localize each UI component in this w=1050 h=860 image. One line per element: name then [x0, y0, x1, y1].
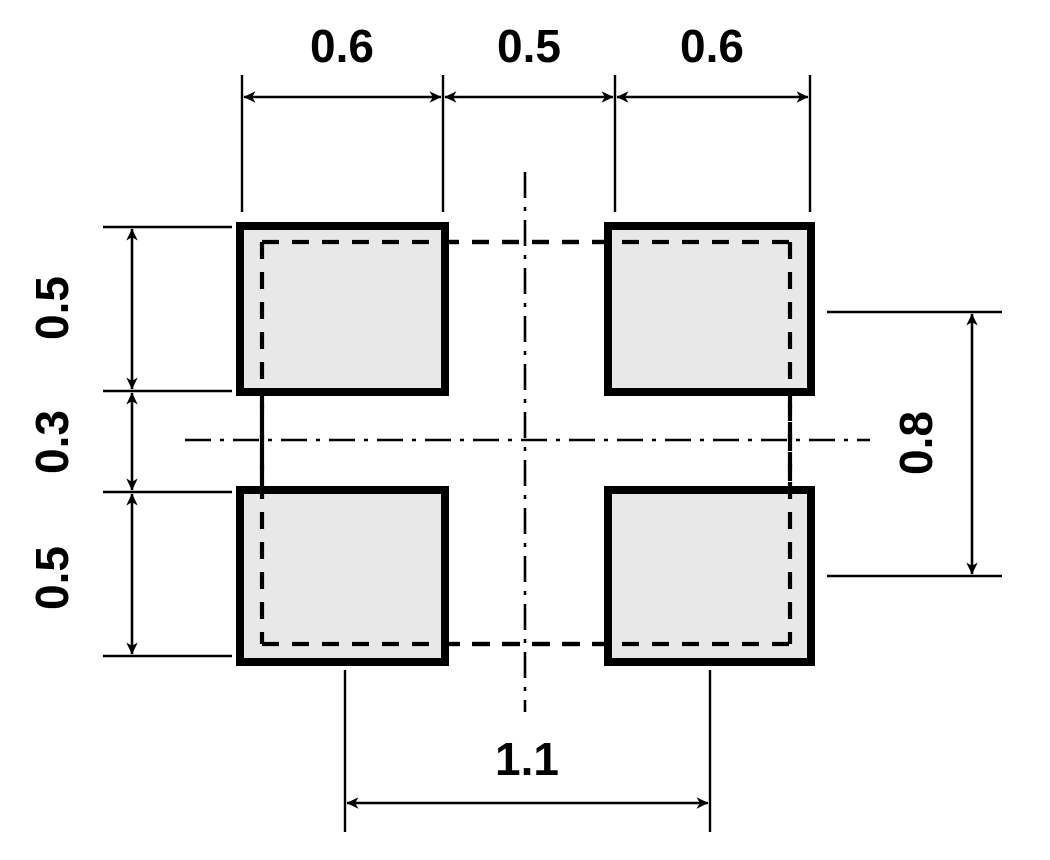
- dim-label-top-left-pad-width: 0.6: [310, 20, 374, 72]
- component-body-outline: [259, 239, 793, 647]
- solder-pads: [236, 222, 815, 666]
- dim-label-top-pad-height: 0.5: [26, 276, 78, 340]
- pad-bottom-left: [236, 486, 449, 666]
- dim-label-pad-center-pitch: 1.1: [495, 733, 559, 785]
- dim-label-pad-row-gap: 0.3: [26, 410, 78, 474]
- dim-label-top-right-pad-width: 0.6: [680, 20, 744, 72]
- body-outline-overlay: [259, 239, 793, 647]
- pad-top-right: [604, 222, 815, 396]
- centerlines: [185, 172, 870, 712]
- dim-label-bottom-pad-height: 0.5: [26, 546, 78, 610]
- dim-label-body-height: 0.8: [890, 411, 942, 475]
- dimension-labels: 0.6 0.5 0.6 0.5 0.3 0.5 0.8 1.1: [26, 20, 942, 785]
- dimension-lines: [126, 91, 978, 809]
- pad-top-left: [236, 222, 449, 396]
- pad-bottom-right: [604, 486, 815, 666]
- extension-lines: [103, 75, 1002, 832]
- dim-label-pad-gap: 0.5: [497, 20, 561, 72]
